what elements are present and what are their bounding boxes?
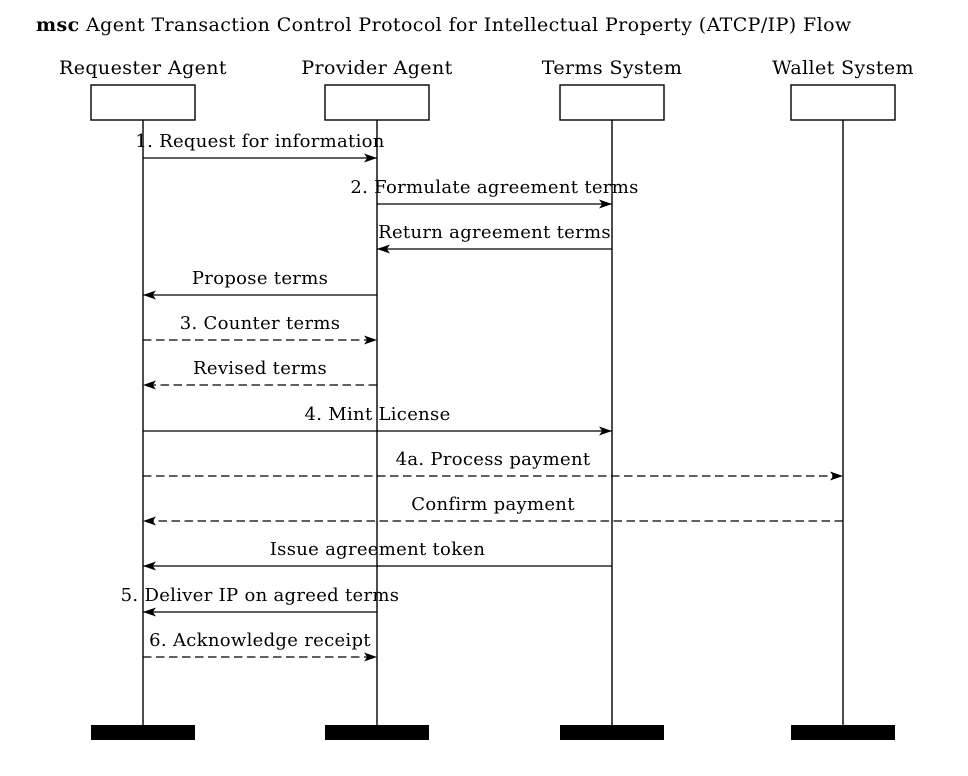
message-label-9: Confirm payment (411, 494, 575, 515)
message-label-2: 2. Formulate agreement terms (350, 177, 639, 198)
actor-foot-terms (560, 725, 664, 740)
message-label-4: Propose terms (191, 268, 329, 289)
message-label-11: 5. Deliver IP on agreed terms (120, 585, 400, 606)
message-label-12: 6. Acknowledge receipt (149, 630, 371, 651)
actor-head-box-provider (324, 84, 430, 121)
actor-head-box-terms (559, 84, 665, 121)
actor-head-box-wallet (790, 84, 896, 121)
diagram-title-text: Agent Transaction Control Protocol for I… (86, 14, 852, 36)
message-label-6: Revised terms (193, 358, 327, 379)
actor-foot-requester (91, 725, 195, 740)
message-label-3: Return agreement terms (378, 222, 611, 243)
diagram-title: msc Agent Transaction Control Protocol f… (36, 14, 852, 36)
msc-keyword: msc (36, 14, 80, 36)
message-label-5: 3. Counter terms (179, 313, 341, 334)
actor-foot-provider (325, 725, 429, 740)
actor-head-box-requester (90, 84, 196, 121)
actor-label-wallet: Wallet System (772, 57, 914, 79)
message-label-7: 4. Mint License (304, 404, 451, 425)
actor-foot-wallet (791, 725, 895, 740)
message-label-8: 4a. Process payment (395, 449, 591, 470)
actor-label-requester: Requester Agent (59, 57, 227, 79)
actor-label-provider: Provider Agent (301, 57, 453, 79)
message-label-10: Issue agreement token (269, 539, 486, 560)
message-label-1: 1. Request for information (135, 131, 385, 152)
actor-label-terms: Terms System (541, 57, 683, 79)
